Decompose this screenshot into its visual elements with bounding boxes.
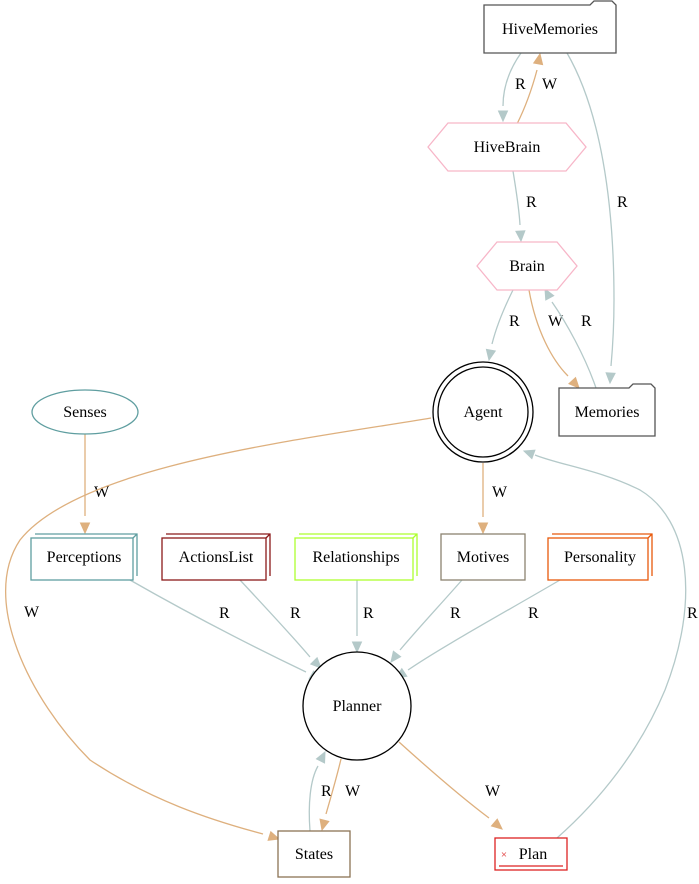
edge-personality-to-planner: R <box>394 579 561 679</box>
edge-hive-memories-to-hive-brain: R <box>497 52 526 123</box>
node-label-personality: Personality <box>564 549 636 566</box>
node-personality: Personality <box>547 533 653 581</box>
node-hive-brain: HiveBrain <box>427 122 587 172</box>
edge-label-hive-memories-to-hive-brain: R <box>515 76 526 93</box>
node-label-hive-memories: HiveMemories <box>502 21 598 38</box>
edge-senses-to-perceptions: W <box>79 434 110 535</box>
edge-label-agent-to-states: W <box>24 604 40 621</box>
node-label-relationships: Relationships <box>312 549 399 566</box>
edge-hive-memories-to-memories: R <box>566 52 628 385</box>
edge-label-motives-to-planner: R <box>450 605 461 622</box>
node-motives: Motives <box>440 533 526 581</box>
edge-label-relationships-to-planner: R <box>363 605 374 622</box>
edge-label-memories-to-brain: R <box>581 313 592 330</box>
edge-motives-to-planner: R <box>390 579 463 663</box>
edge-label-perceptions-to-planner: R <box>219 605 230 622</box>
node-agent: Agent <box>432 361 534 463</box>
edge-label-senses-to-perceptions: W <box>94 484 110 501</box>
edge-label-actions-list-to-planner: R <box>290 605 301 622</box>
edge-planner-to-states: W <box>319 758 361 832</box>
edge-label-personality-to-planner: R <box>528 605 539 622</box>
edge-label-hive-brain-to-brain: R <box>526 194 537 211</box>
node-brain: Brain <box>476 241 578 291</box>
node-label-agent: Agent <box>463 404 503 421</box>
node-label-states: States <box>295 846 333 863</box>
edge-agent-to-motives: W <box>477 462 508 535</box>
edge-plan-to-agent: R <box>522 449 698 839</box>
edge-planner-to-plan: W <box>398 741 503 830</box>
edge-relationships-to-planner: R <box>351 580 374 654</box>
edge-brain-to-agent: R <box>485 289 520 362</box>
edge-agent-to-states: W <box>5 417 432 841</box>
edge-brain-to-memories: W <box>528 289 580 389</box>
edge-label-plan-to-agent: R <box>687 605 698 622</box>
edge-label-agent-to-motives: W <box>492 484 508 501</box>
node-label-senses: Senses <box>63 404 107 421</box>
node-label-planner: Planner <box>333 698 383 715</box>
edge-hive-brain-to-hive-memories: W <box>516 52 558 125</box>
node-label-motives: Motives <box>457 549 509 566</box>
edge-states-to-planner: R <box>308 750 332 832</box>
nodes-layer: HiveMemoriesHiveBrainBrainMemoriesAgentS… <box>30 0 656 878</box>
edge-label-states-to-planner: R <box>321 783 332 800</box>
edge-memories-to-brain: R <box>544 287 597 389</box>
node-relationships: Relationships <box>294 533 418 581</box>
edge-label-hive-memories-to-memories: R <box>617 194 628 211</box>
edge-label-brain-to-agent: R <box>509 313 520 330</box>
node-perceptions: Perceptions <box>30 533 138 581</box>
edge-hive-brain-to-brain: R <box>512 170 537 243</box>
node-label-plan: Plan <box>519 846 547 863</box>
edge-label-planner-to-states: W <box>345 783 361 800</box>
node-states: States <box>277 830 351 878</box>
node-actions-list: ActionsList <box>161 533 271 581</box>
node-memories: Memories <box>558 383 656 437</box>
node-label-perceptions: Perceptions <box>47 549 122 566</box>
node-planner: Planner <box>302 651 412 761</box>
edge-perceptions-to-planner: R <box>129 579 322 681</box>
edge-label-hive-brain-to-hive-memories: W <box>542 76 558 93</box>
node-label-actions-list: ActionsList <box>179 549 254 566</box>
node-label-memories: Memories <box>575 404 640 421</box>
close-x-icon: × <box>501 849 507 861</box>
node-senses: Senses <box>31 389 139 435</box>
node-label-brain: Brain <box>509 258 545 275</box>
edge-actions-list-to-planner: R <box>239 579 322 669</box>
edge-label-planner-to-plan: W <box>485 783 501 800</box>
node-plan: × Plan <box>494 837 568 871</box>
edge-label-brain-to-memories: W <box>548 313 564 330</box>
node-label-hive-brain: HiveBrain <box>474 139 541 156</box>
node-hive-memories: HiveMemories <box>483 0 617 54</box>
